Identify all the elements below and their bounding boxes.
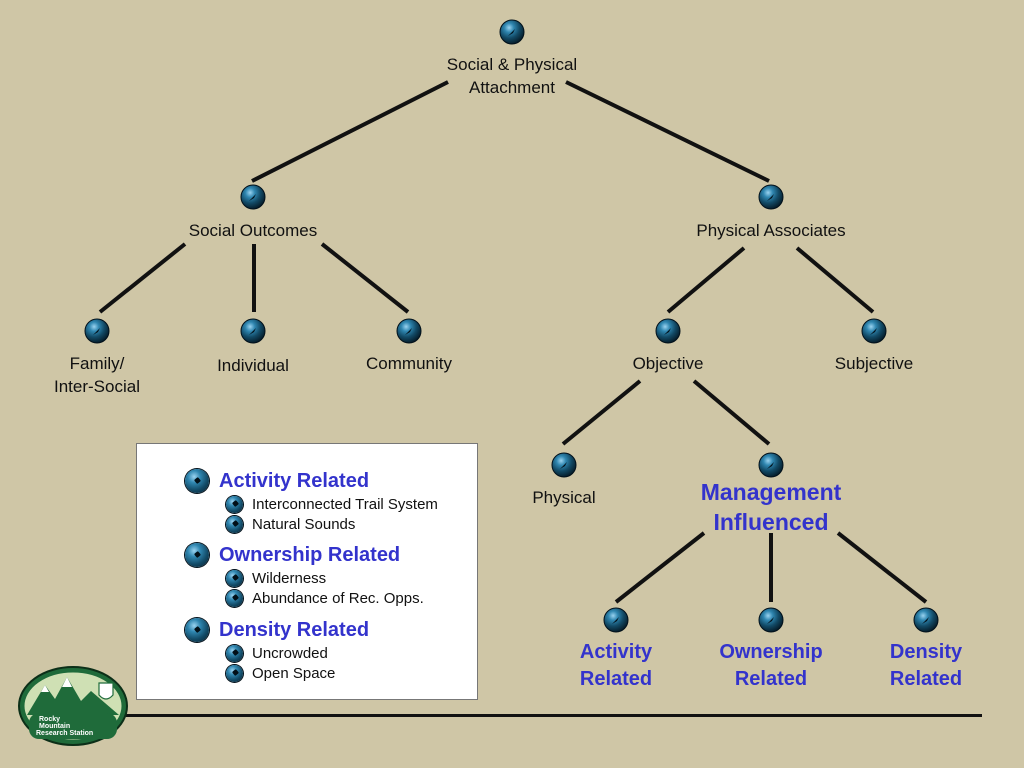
node-sphere-icon-social: [240, 184, 266, 210]
node-label-line: Social & Physical: [446, 55, 578, 74]
node-label-line: Objective: [632, 354, 704, 373]
bullet-sphere-icon: [226, 515, 243, 533]
legend-item-text: Open Space: [252, 664, 336, 682]
node-label-line: Physical Associates: [696, 221, 846, 240]
legend-item-text: Wilderness: [252, 569, 327, 587]
edge-mgmt-activity: [614, 531, 706, 604]
edge-mgmt-density: [836, 531, 928, 604]
edge-physical-objective: [666, 246, 746, 314]
node-label-line: Related: [734, 668, 808, 690]
bullet-sphere-icon: [185, 469, 209, 493]
node-sphere-icon-density: [913, 607, 939, 633]
bullet-sphere-icon: [185, 618, 209, 642]
logo-text: Rocky: [39, 716, 60, 723]
edge-social-family: [98, 242, 187, 314]
node-sphere-icon-activity: [603, 607, 629, 633]
legend-item: Interconnected Trail System: [226, 494, 438, 514]
node-label-line: Family/: [69, 354, 125, 373]
node-sphere-icon-phys: [551, 452, 577, 478]
bullet-sphere-icon: [226, 569, 243, 587]
edge-objective-mgmt: [692, 379, 771, 446]
node-label-social: Social Outcomes: [189, 219, 318, 242]
legend-item: Uncrowded: [226, 643, 369, 663]
node-label-physical-leaf: Physical: [532, 486, 595, 509]
legend-item-text: Uncrowded: [252, 644, 328, 662]
node-label-line: Individual: [217, 356, 289, 375]
node-label-subjective: Subjective: [835, 352, 913, 375]
edge-root-physical: [565, 80, 770, 183]
node-label-root: Social & Physical Attachment: [447, 53, 577, 99]
bullet-sphere-icon: [185, 543, 209, 567]
node-label-physical: Physical Associates: [696, 219, 845, 242]
node-label-activity: Activity Related: [580, 639, 652, 693]
legend-item: Wilderness: [226, 568, 424, 588]
legend-section-density: Density Related Uncrowded Open Space: [185, 617, 369, 683]
node-sphere-icon-ownership: [758, 607, 784, 633]
node-label-density: Density Related: [890, 639, 962, 693]
node-label-line: Related: [889, 668, 963, 690]
legend-section-title: Ownership Related: [219, 543, 401, 566]
node-label-line: Social Outcomes: [188, 221, 318, 240]
legend-box: Activity Related Interconnected Trail Sy…: [136, 443, 478, 700]
node-label-objective: Objective: [633, 352, 704, 375]
node-sphere-icon-objective: [655, 318, 681, 344]
legend-item: Natural Sounds: [226, 514, 438, 534]
legend-section-header: Density Related: [185, 617, 369, 643]
edge-physical-subjective: [795, 246, 875, 314]
legend-item: Abundance of Rec. Opps.: [226, 588, 424, 608]
node-label-line: Influenced: [713, 509, 829, 535]
node-label-management: Management Influenced: [701, 477, 842, 537]
logo-text: Mountain: [39, 723, 70, 730]
legend-section-ownership: Ownership Related Wilderness Abundance o…: [185, 542, 424, 608]
node-label-line: Ownership: [719, 641, 823, 663]
footer-rule: [125, 714, 982, 717]
node-sphere-icon-physical: [758, 184, 784, 210]
legend-item-text: Interconnected Trail System: [252, 495, 438, 513]
bullet-sphere-icon: [226, 664, 243, 682]
node-sphere-icon-family: [84, 318, 110, 344]
legend-section-header: Activity Related: [185, 468, 438, 494]
legend-section-title: Density Related: [219, 618, 370, 641]
legend-section-activity: Activity Related Interconnected Trail Sy…: [185, 468, 438, 534]
legend-section-title: Activity Related: [219, 469, 370, 492]
bullet-sphere-icon: [226, 644, 243, 662]
node-label-line: Density: [889, 641, 963, 663]
node-sphere-icon-mgmt: [758, 452, 784, 478]
node-sphere-icon-individual: [240, 318, 266, 344]
node-label-line: Attachment: [468, 78, 555, 97]
logo-text: Research Station: [36, 730, 93, 737]
node-label-line: Inter-Social: [54, 377, 140, 396]
edge-objective-phys: [561, 379, 642, 446]
bullet-sphere-icon: [226, 589, 243, 607]
legend-item-text: Natural Sounds: [252, 515, 356, 533]
node-label-line: Community: [366, 354, 452, 373]
node-sphere-icon-subjective: [861, 318, 887, 344]
node-label-line: Activity: [579, 641, 653, 663]
legend-item-text: Abundance of Rec. Opps.: [252, 589, 424, 607]
rocky-mountain-research-station-logo: Rocky Mountain Research Station: [18, 666, 128, 746]
node-label-individual: Individual: [217, 354, 289, 377]
legend-section-header: Ownership Related: [185, 542, 424, 568]
node-label-line: Physical: [532, 488, 596, 507]
edge-social-community: [320, 242, 410, 314]
node-label-line: Management: [700, 479, 842, 505]
edge-root-social: [251, 80, 449, 183]
bullet-sphere-icon: [226, 495, 243, 513]
legend-item: Open Space: [226, 663, 369, 683]
node-label-community: Community: [366, 352, 452, 375]
node-label-family: Family/ Inter-Social: [54, 352, 140, 398]
node-sphere-icon-community: [396, 318, 422, 344]
node-label-line: Subjective: [834, 354, 914, 373]
node-sphere-icon-root: [499, 19, 525, 45]
node-label-ownership: Ownership Related: [719, 639, 822, 693]
node-label-line: Related: [579, 668, 653, 690]
